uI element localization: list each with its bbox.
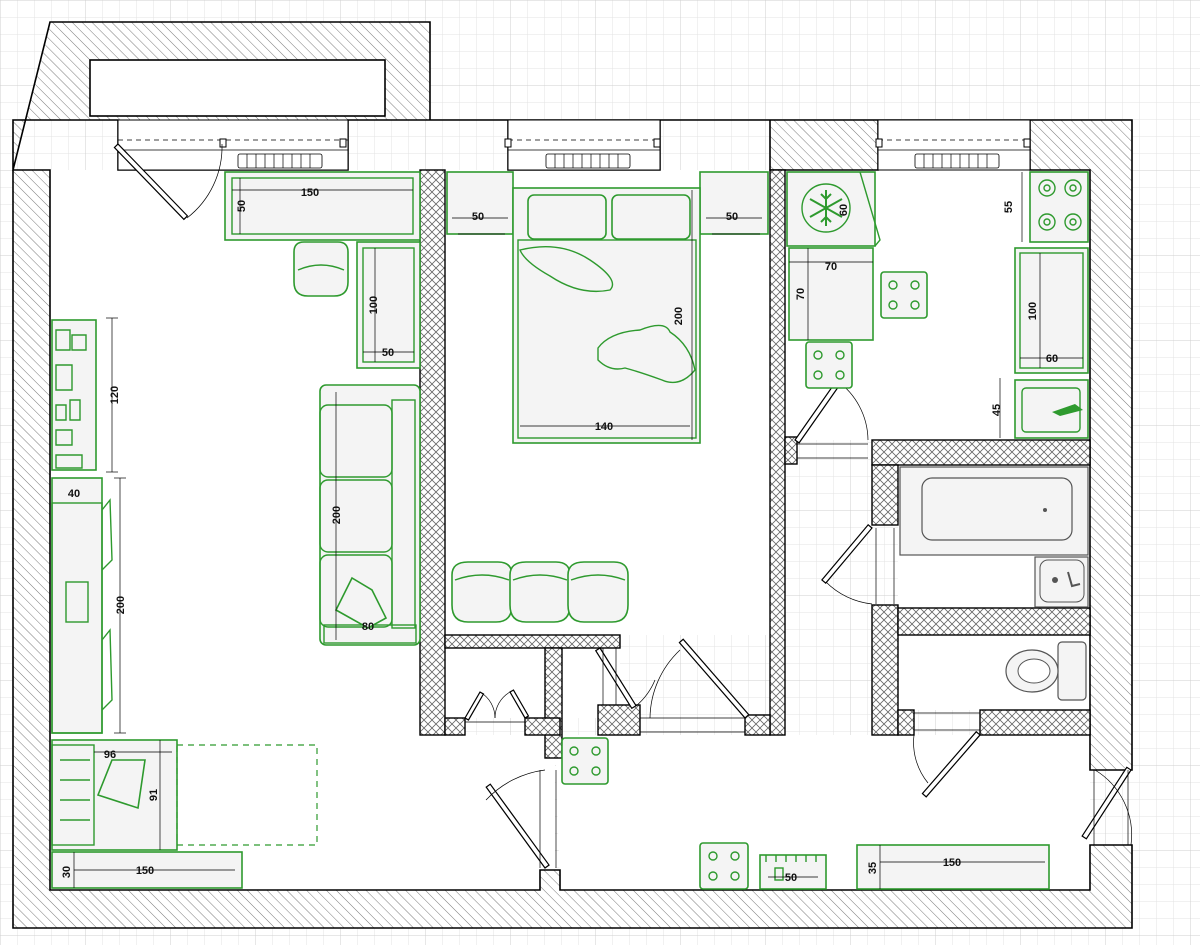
- nightstand-left[interactable]: 50: [446, 171, 514, 235]
- kitchen-table-depth-label: 70: [795, 288, 807, 300]
- armchair-width-label: 96: [104, 749, 116, 761]
- desk-width-label: 150: [301, 187, 319, 199]
- bed[interactable]: 140 200: [512, 187, 701, 444]
- bathtub[interactable]: [899, 466, 1089, 556]
- hall-cabinet-length-label: 150: [943, 857, 961, 869]
- desk-chair[interactable]: [293, 241, 349, 297]
- toilet[interactable]: [1005, 641, 1087, 701]
- partition-bedroom-closets: [444, 634, 621, 649]
- living-room-door[interactable]: [485, 769, 557, 869]
- side-table-depth-label: 50: [382, 347, 394, 359]
- tv-cabinet[interactable]: 40 200: [51, 477, 127, 734]
- side-table[interactable]: 100 50: [356, 241, 421, 369]
- partition-bath-toilet: [897, 607, 1091, 636]
- kitchen-furniture: 60 70 70 55: [786, 171, 1089, 439]
- sofa-length-label: 200: [331, 506, 343, 524]
- entrance-door[interactable]: [1081, 766, 1132, 846]
- hallway-furniture: 50 35 150: [561, 737, 1050, 890]
- kitchen-stool-1[interactable]: [880, 271, 928, 319]
- kitchen-sink[interactable]: 45: [991, 378, 1089, 439]
- balcony-door[interactable]: [113, 143, 223, 221]
- bathroom-fixtures: [899, 466, 1089, 701]
- low-shelf[interactable]: 30 150: [51, 851, 243, 889]
- partition-closet-bottom-mid: [524, 717, 561, 736]
- hall-cabinet-depth-label: 35: [867, 862, 879, 874]
- sofa-depth-label: 80: [362, 621, 374, 633]
- partition-living-bedroom: [419, 169, 446, 736]
- low-shelf-depth-label: 30: [61, 866, 73, 878]
- kitchen-stool-2[interactable]: [805, 341, 853, 389]
- sofa[interactable]: 200 80: [319, 384, 421, 646]
- kitchen-door-jamb: [784, 436, 798, 465]
- partition-closet-bottom-left: [444, 717, 466, 736]
- bookshelf-length-label: 120: [109, 386, 121, 404]
- stove[interactable]: 55: [1003, 171, 1089, 243]
- side-table-length-label: 100: [368, 296, 380, 314]
- low-shelf-length-label: 150: [136, 865, 154, 877]
- desk[interactable]: 150 50: [224, 171, 421, 241]
- radiator-bedroom: [545, 153, 631, 169]
- fridge[interactable]: 60: [786, 171, 881, 247]
- armchair[interactable]: 96 91: [51, 739, 178, 851]
- desk-depth-label: 50: [236, 200, 248, 212]
- nightstand-right[interactable]: 50: [699, 171, 769, 235]
- partition-bedroom-door-jamb: [744, 714, 771, 736]
- balcony-window-box: [89, 59, 386, 117]
- partition-bath-west-bottom: [871, 604, 899, 736]
- doors: [113, 143, 1132, 869]
- partition-closet-bottom-right: [597, 704, 641, 736]
- nightstand-left-label: 50: [472, 211, 484, 223]
- bookshelf[interactable]: 120: [51, 317, 121, 473]
- fridge-depth-label: 60: [838, 204, 850, 216]
- burner-icon: [1038, 179, 1082, 231]
- bed-width-label: 140: [595, 421, 613, 433]
- partition-closet-divider: [544, 647, 563, 759]
- sink-depth-label: 45: [991, 404, 1003, 416]
- kitchen-counter[interactable]: 100 60: [1014, 247, 1089, 374]
- rug-outline: [176, 744, 318, 846]
- radiator-living: [237, 153, 323, 169]
- counter-depth-label: 60: [1046, 353, 1058, 365]
- toilet-door[interactable]: [913, 712, 981, 798]
- bedroom-furniture: 50 50 140 200: [446, 171, 769, 623]
- sink-tap-icon: [1052, 404, 1083, 416]
- bedroom-chairs[interactable]: [451, 561, 629, 623]
- hall-stool-top[interactable]: [561, 737, 609, 785]
- bed-length-label: 200: [673, 307, 685, 325]
- cabinet-length-label: 200: [115, 596, 127, 614]
- radiators: [237, 153, 1000, 169]
- hall-stand[interactable]: 50: [759, 854, 827, 890]
- partition-toilet-jamb-left: [897, 709, 915, 736]
- hall-cabinet[interactable]: 35 150: [856, 844, 1050, 890]
- partition-toilet-jamb-right: [979, 709, 1091, 736]
- interior-partitions: [419, 169, 1091, 759]
- bathroom-door[interactable]: [821, 523, 895, 605]
- closet-door-right[interactable]: [594, 647, 656, 710]
- partition-bath-west-top: [871, 464, 899, 526]
- radiator-kitchen: [914, 153, 1000, 169]
- kitchen-table[interactable]: 70 70: [788, 247, 874, 341]
- counter-length-label: 100: [1027, 302, 1039, 320]
- closet-doors-left[interactable]: [464, 689, 530, 723]
- stove-depth-label: 55: [1003, 201, 1015, 213]
- bedroom-door[interactable]: [640, 638, 750, 733]
- nightstand-right-label: 50: [726, 211, 738, 223]
- snowflake-icon: [809, 190, 843, 226]
- hall-stand-width-label: 50: [785, 872, 797, 884]
- kitchen-table-width-label: 70: [825, 261, 837, 273]
- partition-bedroom-kitchen: [769, 169, 786, 736]
- cabinet-depth-label: 40: [68, 488, 80, 500]
- partition-kitchen-bath: [871, 439, 1091, 466]
- living-room-furniture: 150 50 100 50 120: [51, 171, 421, 889]
- hall-stool-bottom[interactable]: [699, 842, 749, 890]
- toilet-icon: [1005, 641, 1087, 701]
- armchair-depth-label: 91: [148, 789, 160, 801]
- bathroom-sink[interactable]: [1034, 556, 1089, 608]
